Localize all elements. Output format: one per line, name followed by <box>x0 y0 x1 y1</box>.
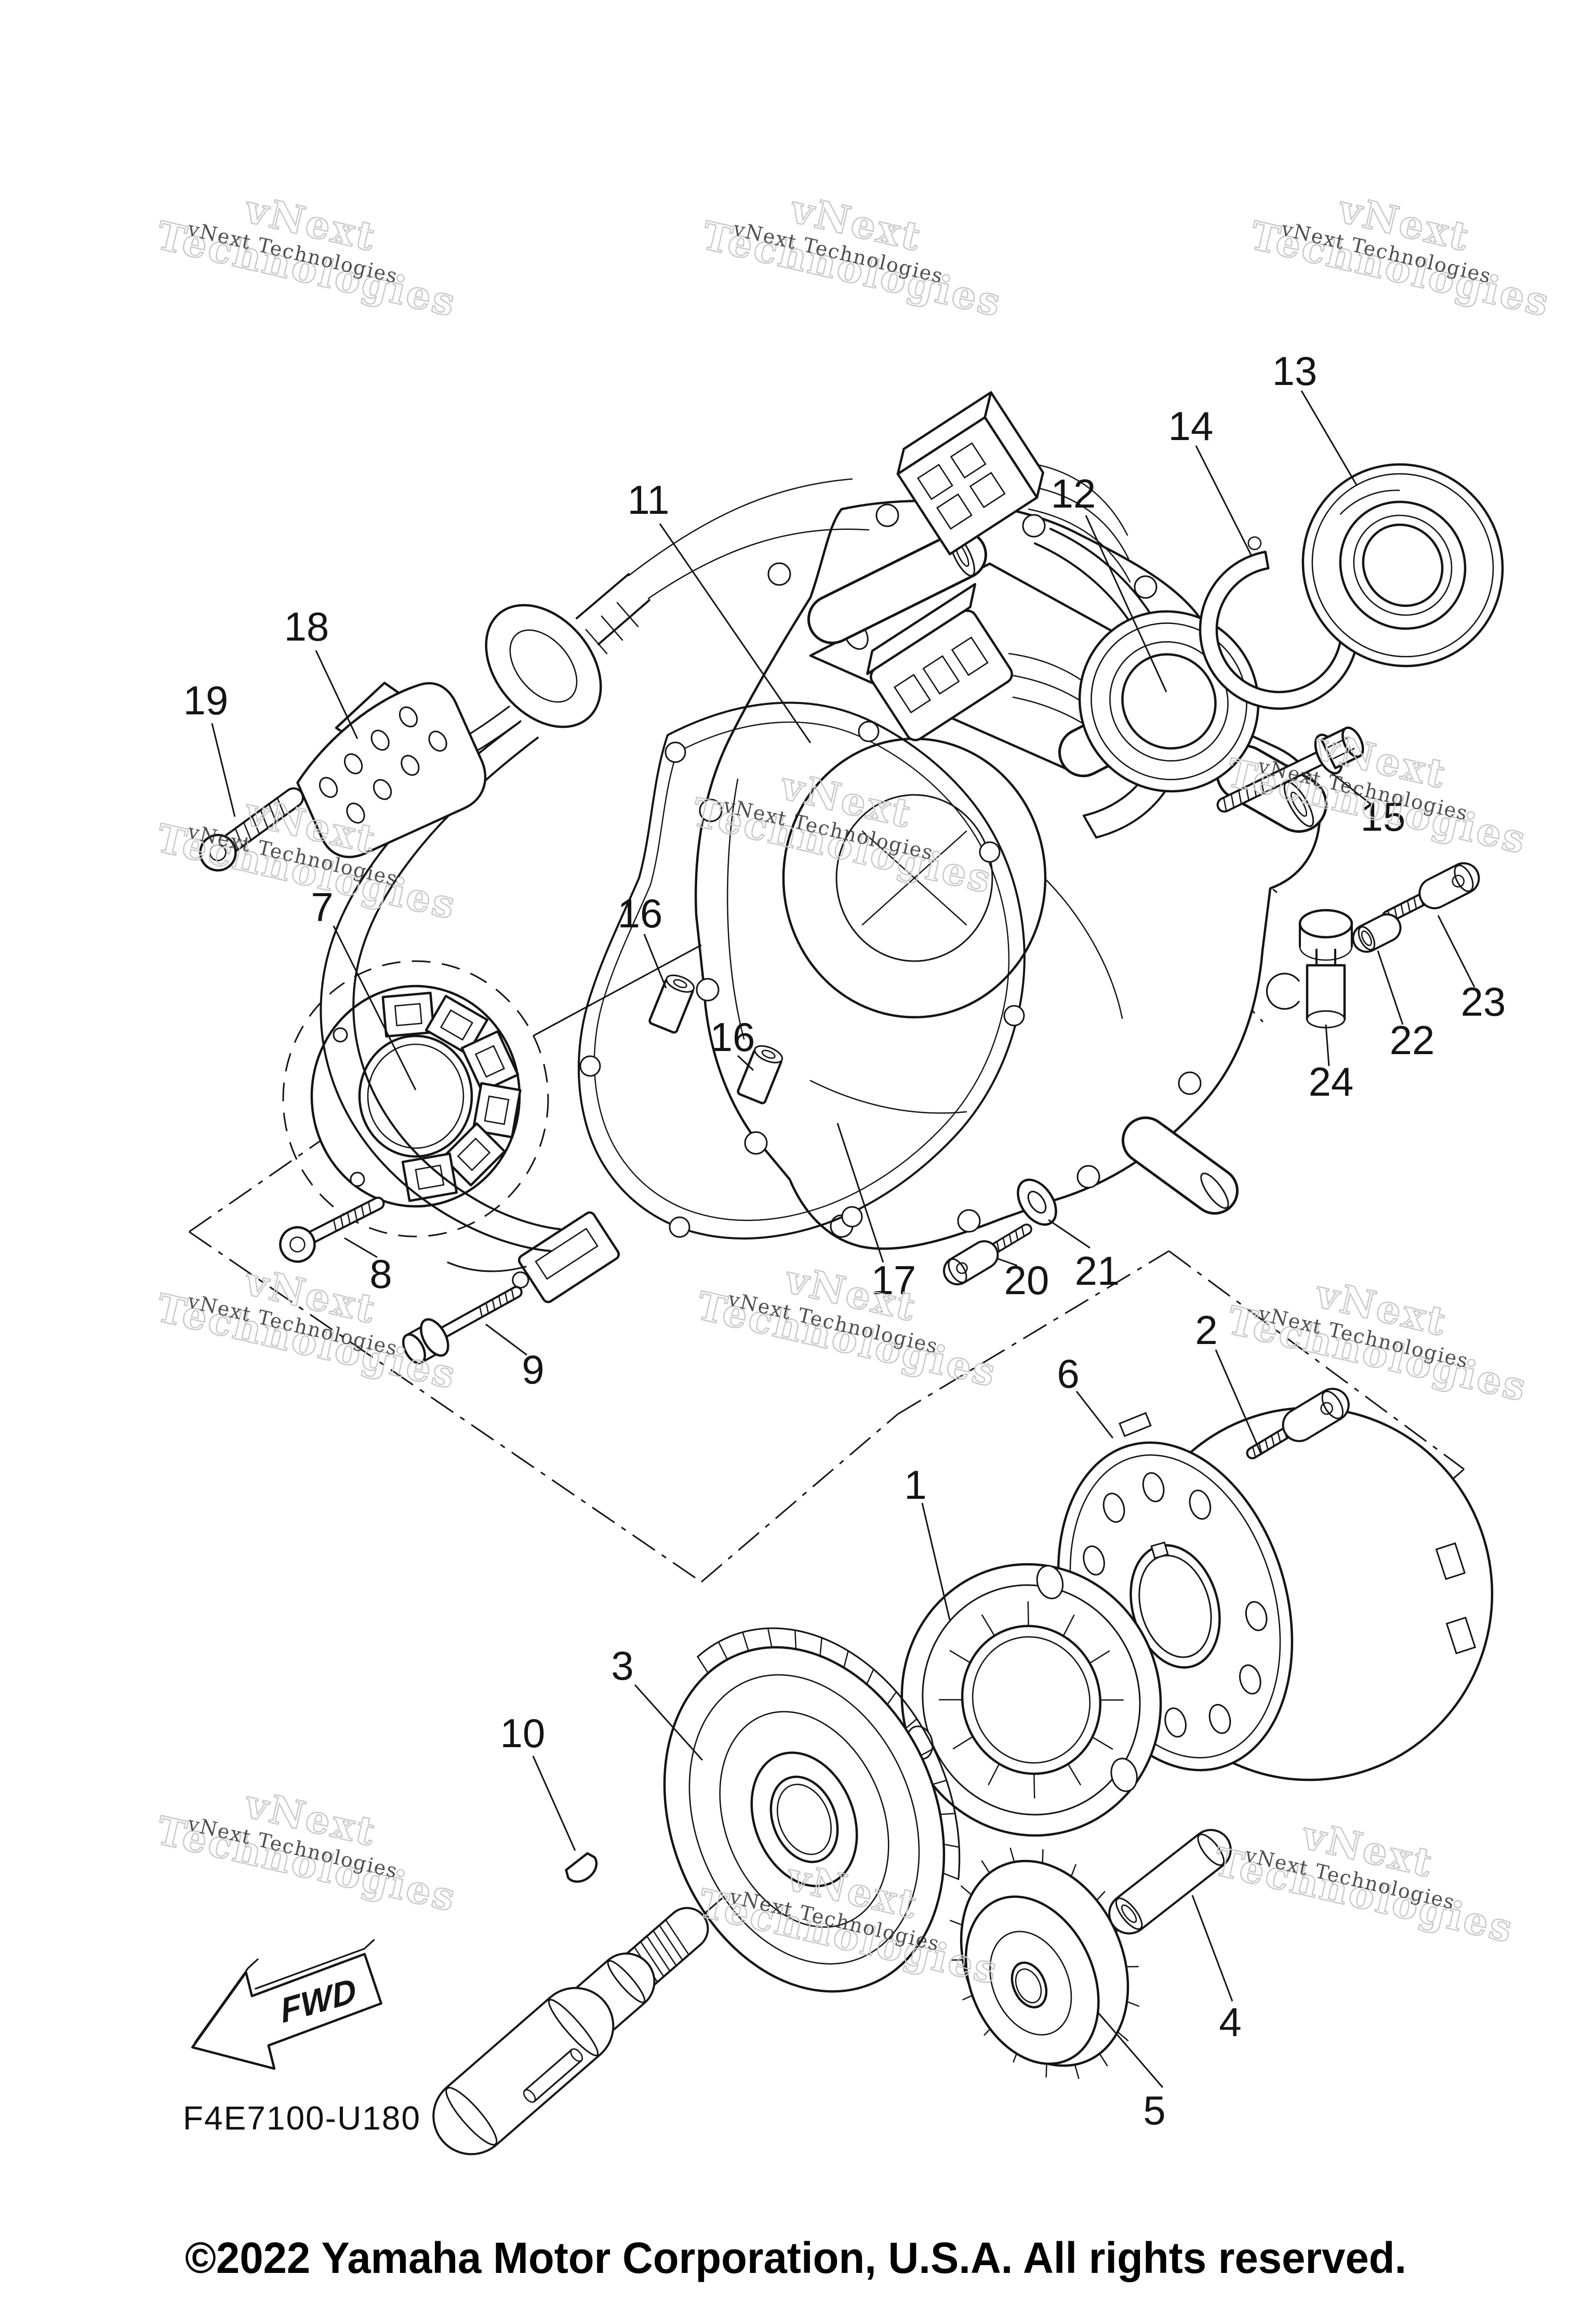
connector-3pin <box>866 583 1013 741</box>
bolt-20 <box>942 1223 1032 1286</box>
stator-coils <box>381 991 522 1202</box>
callout-1: 1 <box>904 1462 926 1508</box>
callout-18: 18 <box>284 604 329 649</box>
callout-8: 8 <box>369 1251 392 1297</box>
callout-6: 6 <box>1057 1351 1079 1396</box>
plunger-24 <box>1266 909 1353 1029</box>
callout-5: 5 <box>1143 2087 1165 2133</box>
callout-24: 24 <box>1309 1059 1354 1105</box>
callout-16b: 16 <box>710 1014 755 1060</box>
callout-4: 4 <box>1219 1999 1241 2045</box>
callout-17: 17 <box>871 1257 916 1303</box>
part-code: F4E7100-U180 <box>183 2099 421 2137</box>
leader-lines <box>211 390 1475 2088</box>
callout-19: 19 <box>183 677 229 723</box>
screw-19 <box>199 787 304 872</box>
washer-21 <box>1017 1178 1057 1226</box>
bolt-23 <box>1381 862 1480 924</box>
dowel-pin-16a <box>648 974 695 1034</box>
bolt-9 <box>402 1286 523 1364</box>
bolt-15 <box>1216 726 1364 813</box>
starter-gear <box>663 1627 961 1993</box>
harness-grommet <box>395 573 650 783</box>
wire-clamp <box>296 682 487 858</box>
gasket <box>578 701 1026 1240</box>
stator <box>282 960 549 1238</box>
callout-21: 21 <box>1075 1248 1120 1294</box>
callout-9: 9 <box>522 1347 544 1392</box>
crankshaft <box>432 1897 723 2156</box>
pickup-coil <box>447 1211 620 1303</box>
callout-12: 12 <box>1051 471 1096 516</box>
connector-4pin <box>896 391 1044 555</box>
bolt-8 <box>279 1196 385 1263</box>
idler-shaft-pin <box>1108 1829 1232 1935</box>
callout-2: 2 <box>1195 1307 1217 1353</box>
callout-23: 23 <box>1461 979 1506 1025</box>
collar-22 <box>1352 913 1402 953</box>
woodruff-key <box>565 1852 598 1883</box>
callout-14: 14 <box>1168 403 1214 449</box>
one-way-clutch <box>900 1563 1162 1837</box>
callouts: 1 2 3 4 5 6 7 8 9 10 11 12 13 14 15 16 1… <box>183 348 1506 2133</box>
oil-seal <box>1301 463 1504 668</box>
callout-7: 7 <box>311 884 333 930</box>
callout-11: 11 <box>628 477 670 523</box>
copyright-line: ©2022 Yamaha Motor Corporation, U.S.A. A… <box>185 2233 1407 2282</box>
callout-15: 15 <box>1361 794 1406 840</box>
bolt-2 <box>1246 1388 1350 1459</box>
fwd-arrow: FWD <box>191 1939 382 2070</box>
callout-3: 3 <box>611 1643 633 1688</box>
callout-16a: 16 <box>618 890 663 936</box>
callout-22: 22 <box>1390 1017 1435 1063</box>
callout-13: 13 <box>1272 348 1318 394</box>
dowel-pin-16b <box>737 1045 783 1105</box>
crankcase-cover <box>695 499 1327 1250</box>
callout-20: 20 <box>1004 1257 1049 1303</box>
idler-gear <box>950 1847 1140 2079</box>
callout-10: 10 <box>500 1710 546 1756</box>
